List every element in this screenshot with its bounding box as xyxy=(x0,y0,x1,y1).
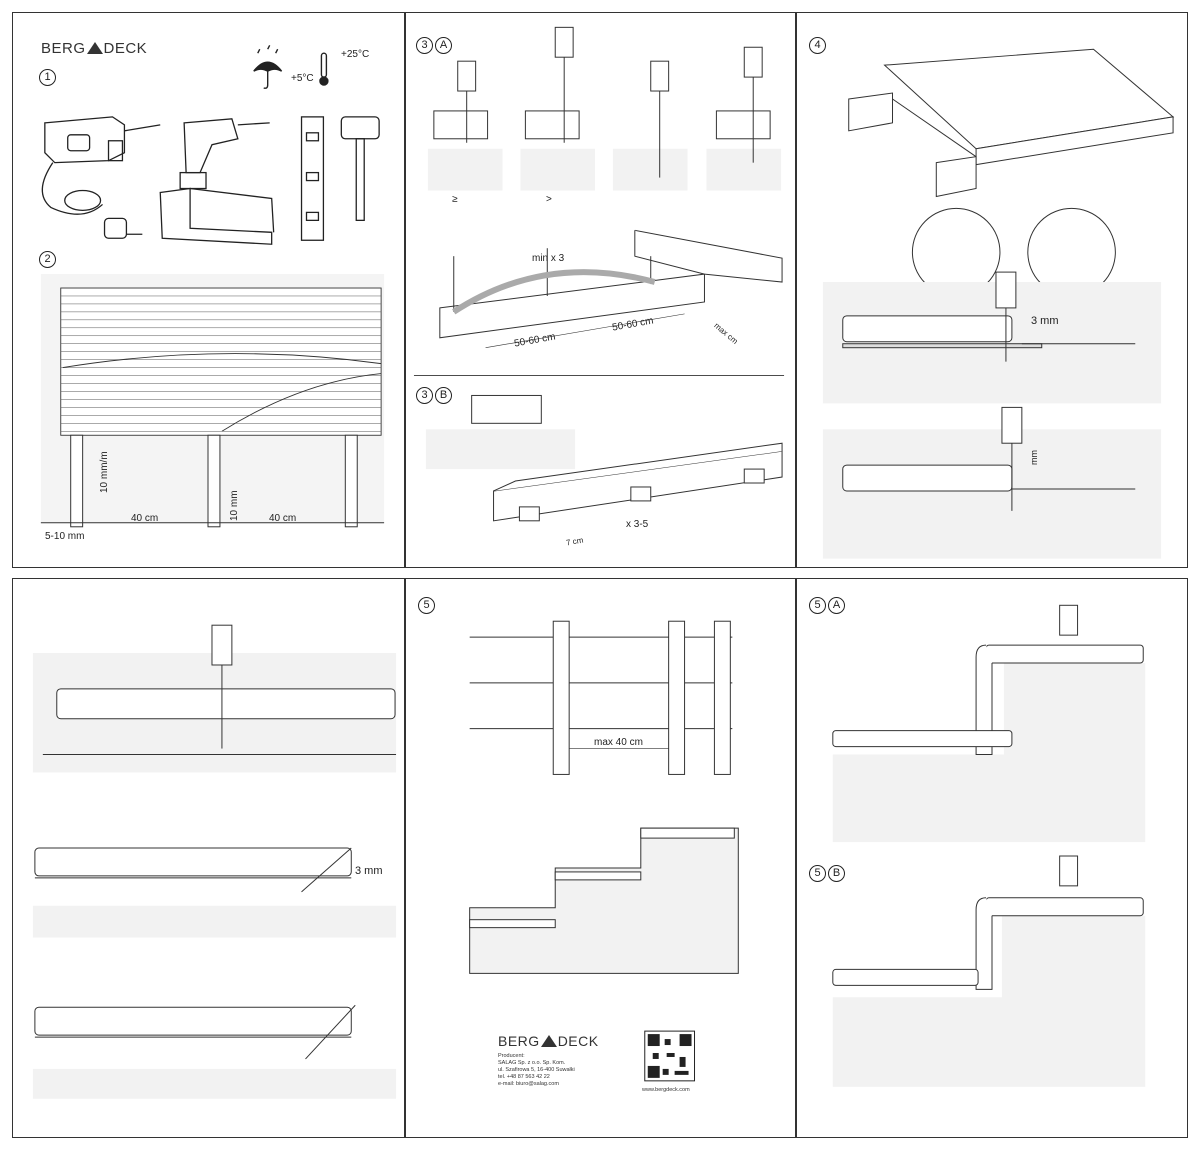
panel5-drawing xyxy=(469,620,739,1082)
edge-section-b xyxy=(832,855,1146,1087)
brand-part1: BERG xyxy=(41,40,86,57)
producer-address: ul. Szafirowa 5, 16-400 Suwałki xyxy=(498,1067,575,1073)
panel-board-mounting: 4 3 mm mm xyxy=(796,12,1188,568)
brand-part2-footer: DECK xyxy=(557,1033,599,1049)
section-3 xyxy=(32,1004,397,1099)
step-4-label: 4 xyxy=(809,37,826,54)
section-lower xyxy=(822,406,1162,559)
drill-scene-3 xyxy=(612,60,688,191)
joist-perspective xyxy=(439,229,783,348)
joist-posts xyxy=(70,434,358,528)
panel1-drawing xyxy=(40,44,385,528)
clip-scene xyxy=(425,394,783,522)
clip-count-label: x 3-5 xyxy=(626,519,649,530)
brand-triangle-footer-icon xyxy=(540,1035,557,1047)
saw-icon xyxy=(159,187,275,245)
brand-part2: DECK xyxy=(103,40,148,57)
gap-3mm-label: 3 mm xyxy=(355,865,383,877)
deck-perspective xyxy=(848,48,1175,198)
panel6-drawing xyxy=(832,604,1146,1087)
brand-logo: BERG DECK xyxy=(41,40,147,57)
drill-scene-4 xyxy=(706,46,782,191)
board-gap-label: 3 mm xyxy=(1031,315,1059,327)
gap-label: 10 mm xyxy=(229,490,240,521)
spacing-label-1: 40 cm xyxy=(131,513,159,524)
tape-measure-icon xyxy=(103,217,143,239)
producer-company: SALAG Sp. z o.o. Sp. Kom. xyxy=(498,1060,566,1066)
panel2-drawing xyxy=(413,26,785,522)
joist-grid xyxy=(469,620,733,775)
edge-section-a xyxy=(832,604,1146,843)
panel-steps-and-contact: 5 max 40 cm BERG DECK Producent: SALAG Sp… xyxy=(405,578,796,1138)
temp-high: +25°C xyxy=(341,49,370,60)
cordless-drill-icon xyxy=(179,118,270,190)
decking-boards xyxy=(60,287,382,436)
mallet-icon xyxy=(340,116,380,222)
qr-code-icon xyxy=(644,1030,696,1082)
producer-phone: tel. +48 87 563 42 22 xyxy=(498,1074,550,1080)
temp-low: +5°C xyxy=(291,73,314,84)
drill-scene-1 xyxy=(427,60,503,191)
stair-section xyxy=(469,827,739,974)
edge-gap-label: 5-10 mm xyxy=(45,531,85,542)
umbrella-icon xyxy=(253,44,283,89)
panel4-drawing xyxy=(32,624,397,1099)
rule-label-1: ≥ xyxy=(452,194,458,205)
spacing-label-2: 40 cm xyxy=(269,513,297,524)
thermometer-icon xyxy=(319,52,329,86)
drill-scene-2 xyxy=(520,26,596,191)
panel3-drawing xyxy=(822,48,1175,559)
spirit-level-icon xyxy=(300,116,325,241)
brand-triangle-icon xyxy=(86,42,103,54)
section-2 xyxy=(32,847,397,938)
brand-part1-footer: BERG xyxy=(498,1033,540,1049)
step-1-label: 1 xyxy=(39,69,56,86)
side-gap-label: mm xyxy=(1029,450,1039,465)
section-1 xyxy=(32,624,397,773)
step-5-label: 5 xyxy=(418,597,435,614)
panel-fastening-sequence: 3 mm xyxy=(12,578,405,1138)
min-x3-label: min x 3 xyxy=(532,253,565,264)
hammer-drill-icon xyxy=(41,116,161,215)
section-upper xyxy=(822,271,1162,404)
producer-title: Producent: xyxy=(498,1053,525,1059)
max-40-label: max 40 cm xyxy=(594,737,643,748)
step-2-label: 2 xyxy=(39,251,56,268)
rule-label-2: > xyxy=(546,194,552,205)
producer-email: e-mail: biuro@salag.com xyxy=(498,1081,559,1087)
brand-logo-footer: BERG DECK xyxy=(498,1033,599,1049)
slope-label: 10 mm/m xyxy=(99,451,110,493)
website-link[interactable]: www.bergdeck.com xyxy=(642,1087,690,1093)
panel-tools-and-substructure: BERG DECK 1 2 +25°C +5°C 10 mm/m 40 cm 10… xyxy=(12,12,405,568)
producer-info: Producent: SALAG Sp. z o.o. Sp. Kom. ul.… xyxy=(498,1053,575,1088)
